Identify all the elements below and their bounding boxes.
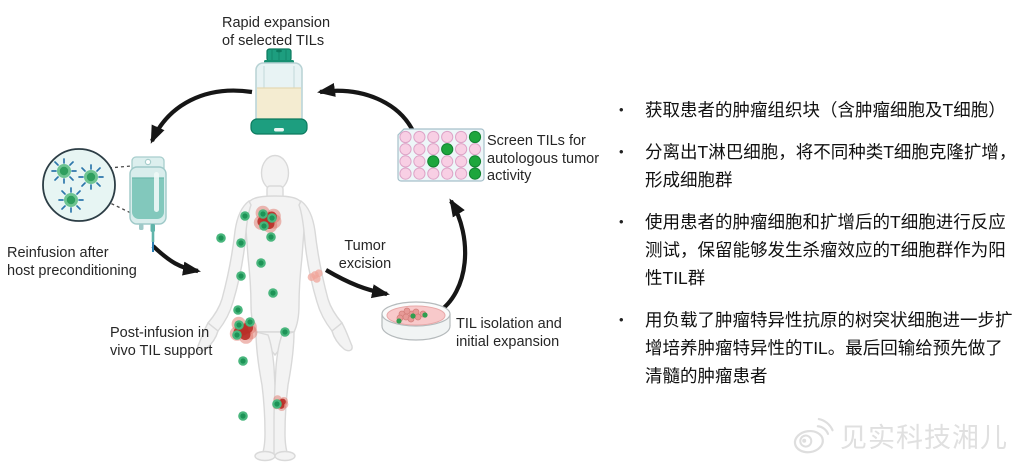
bullet-icon: •: [619, 144, 624, 159]
label-post-infusion: Post-infusion in vivo TIL support: [110, 325, 213, 359]
note-text: 分离出T淋巴细胞，将不同种类T细胞克隆扩增，形成细胞群: [645, 142, 1017, 190]
plate-wells: [399, 130, 482, 180]
arrow-plate-to-flask-icon: [317, 83, 415, 132]
note-text: 使用患者的肿瘤细胞和扩增后的T细胞进行反应测试，保留能够发生杀瘤效应的T细胞群作…: [645, 212, 1006, 288]
well-plate-icon: [397, 128, 485, 182]
note-text: 获取患者的肿瘤组织块（含肿瘤细胞及T细胞）: [645, 100, 1006, 120]
watermark: 见实科技湘儿: [791, 414, 1008, 456]
petri-dish-icon: [381, 301, 451, 341]
note-item: • 获取患者的肿瘤组织块（含肿瘤细胞及T细胞）: [616, 96, 1018, 124]
watermark-text: 见实科技湘儿: [840, 422, 1008, 453]
label-reinfusion: Reinfusion after host preconditioning: [7, 245, 137, 279]
label-tumor-excision: Tumor excision: [338, 238, 392, 272]
label-screen-tils: Screen TILs for autologous tumor activit…: [487, 133, 600, 184]
iv-bag-icon: [129, 156, 167, 252]
note-text: 用负载了肿瘤特异性抗原的树突状细胞进一步扩增培养肿瘤特异性的TIL。最后回输给预…: [645, 310, 1013, 386]
til-cell-icon: [51, 158, 104, 213]
arrow-expansion-to-bag-icon: [150, 88, 253, 144]
note-item: • 使用患者的肿瘤细胞和扩增后的T细胞进行反应测试，保留能够发生杀瘤效应的T细胞…: [616, 208, 1018, 292]
culture-flask-icon: [250, 48, 308, 135]
note-item: • 用负载了肿瘤特异性抗原的树突状细胞进一步扩增培养肿瘤特异性的TIL。最后回输…: [616, 306, 1018, 390]
til-cells-magnifier-icon: [42, 148, 116, 222]
bullet-icon: •: [619, 214, 624, 229]
label-rapid-expansion: Rapid expansion of selected TILs: [222, 15, 331, 49]
body-marker-dots: [216, 205, 323, 421]
note-item: • 分离出T淋巴细胞，将不同种类T细胞克隆扩增，形成细胞群: [616, 138, 1018, 194]
patient-body-icon: [197, 154, 353, 462]
weibo-icon: [793, 417, 834, 454]
bullet-icon: •: [619, 102, 624, 117]
notes-panel: • 获取患者的肿瘤组织块（含肿瘤细胞及T细胞） • 分离出T淋巴细胞，将不同种类…: [616, 96, 1018, 404]
bullet-icon: •: [619, 312, 624, 327]
label-til-isolation: TIL isolation and initial expansion: [456, 316, 562, 350]
